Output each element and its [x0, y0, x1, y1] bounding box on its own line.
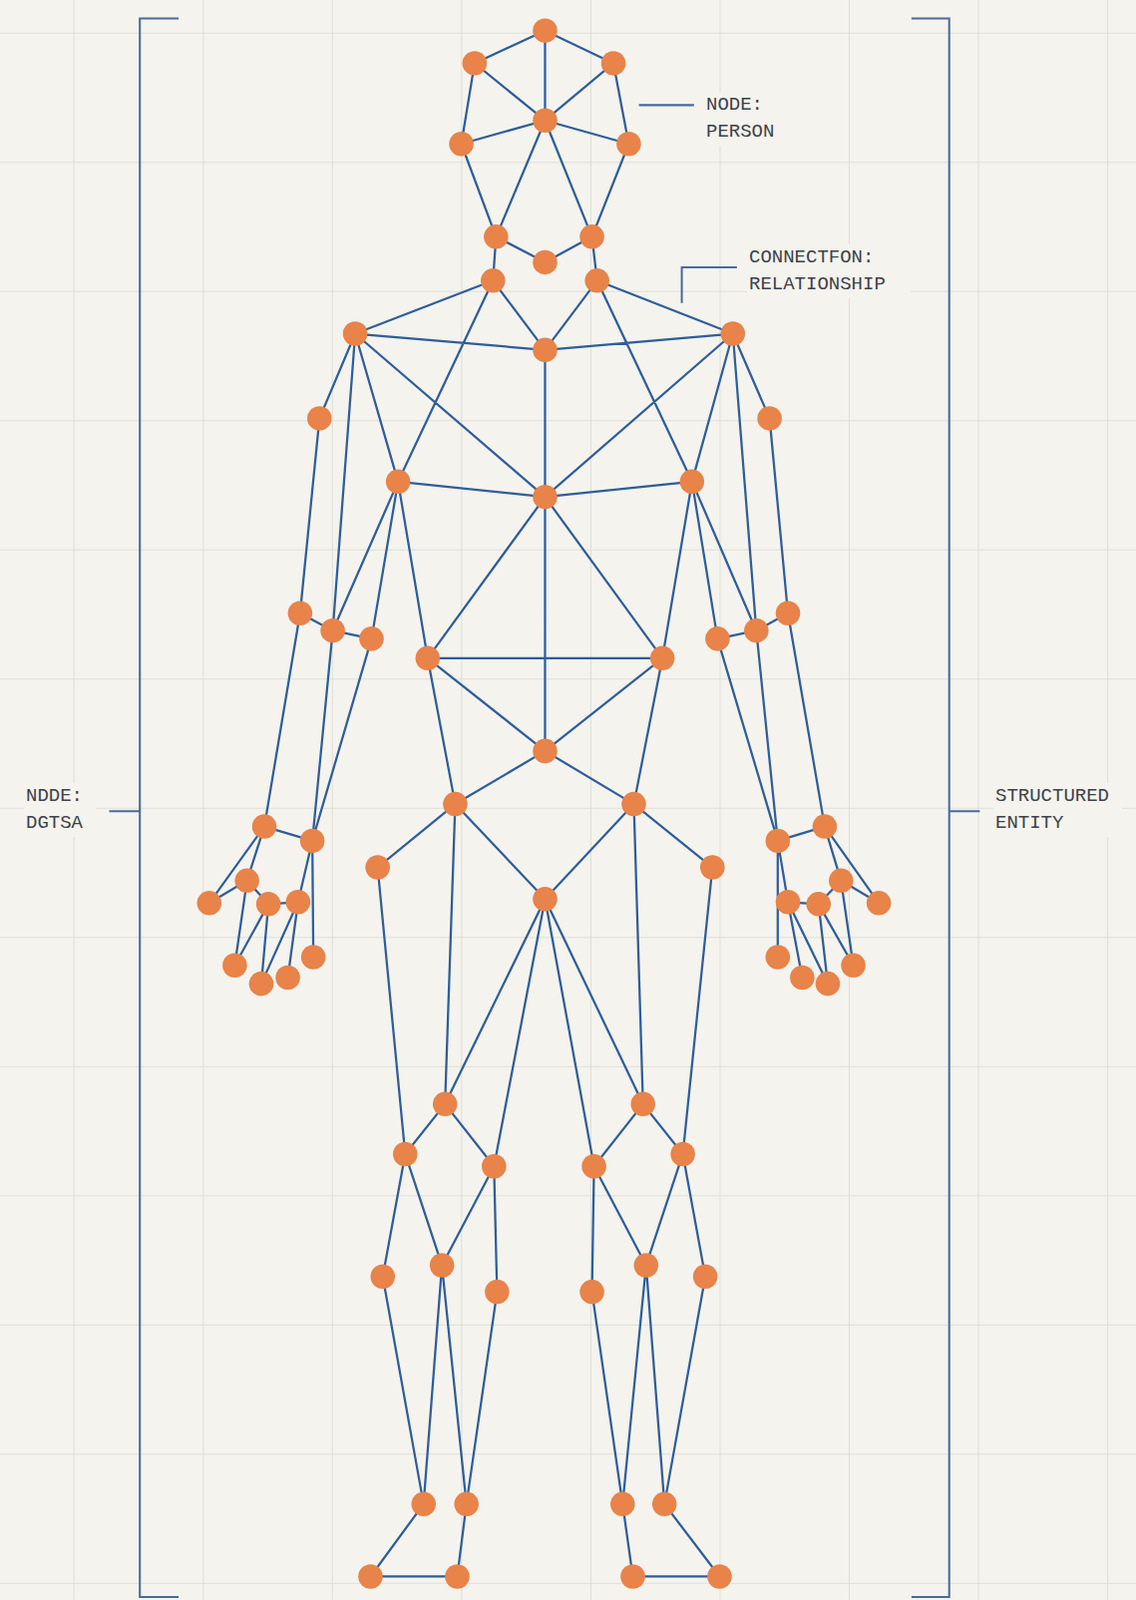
bracket: [108, 17, 980, 1597]
callout-label: CONNECTFON: RELATIONSHIP: [747, 244, 911, 299]
callout-label: NODE: PERSON: [704, 91, 788, 146]
side-label: NDDE: DGTSA: [23, 782, 96, 837]
side-label: STRUCTURED ENTITY: [993, 782, 1123, 837]
